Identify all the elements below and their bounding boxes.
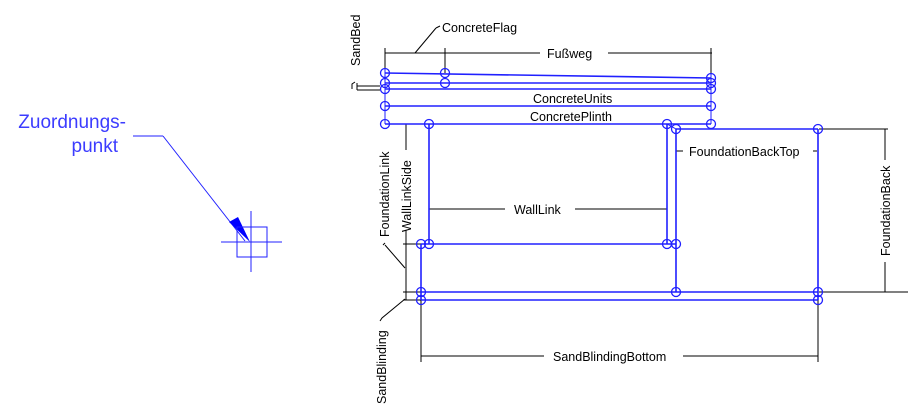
annotation-line2: punkt — [72, 136, 119, 157]
node-marker-icon — [661, 118, 673, 130]
label-wall-link: WallLink — [514, 203, 562, 217]
node-marker-icon — [379, 67, 391, 79]
node-marker-icon — [439, 67, 451, 79]
sand-blinding-leader — [379, 298, 406, 322]
label-sand-bed: SandBed — [349, 15, 363, 66]
concrete-flag-leader — [414, 27, 437, 54]
node-marker-icon — [812, 294, 824, 306]
node-marker-icon — [670, 123, 682, 135]
label-sand-blinding: SandBlinding — [375, 330, 389, 404]
node-marker-icon — [423, 238, 435, 250]
labels: SandBed ConcreteFlag Fußweg ConcreteUnit… — [349, 15, 893, 404]
node-marker-icon — [705, 83, 717, 95]
label-concrete-flag: ConcreteFlag — [442, 21, 517, 35]
node-marker-icon — [379, 118, 391, 130]
label-wall-link-side: WallLinkSide — [400, 160, 414, 232]
concrete-flag-top — [384, 72, 712, 79]
cross-section-geometry — [384, 68, 819, 301]
node-marker-icon — [379, 100, 391, 112]
label-concrete-units: ConcreteUnits — [533, 92, 612, 106]
node-marker-icon — [379, 83, 391, 95]
node-marker-icon — [423, 118, 435, 130]
geometry-nodes — [379, 67, 824, 306]
node-marker-icon — [812, 123, 824, 135]
label-foundation-back: FoundationBack — [879, 165, 893, 256]
node-marker-icon — [705, 77, 717, 89]
node-marker-icon — [439, 77, 451, 89]
node-marker-icon — [705, 72, 717, 84]
sand-bed-bracket — [351, 81, 380, 91]
assignment-point-annotation: Zuordnungs- punkt — [18, 112, 282, 272]
label-fussweg: Fußweg — [547, 47, 592, 61]
foundation-link-leader — [382, 242, 406, 269]
node-marker-icon — [415, 238, 427, 250]
node-marker-icon — [415, 286, 427, 298]
node-marker-icon — [670, 238, 682, 250]
node-marker-icon — [812, 286, 824, 298]
node-marker-icon — [415, 294, 427, 306]
label-foundation-back-top: FoundationBackTop — [689, 145, 800, 159]
annotation-line1: Zuordnungs- — [18, 112, 126, 133]
node-marker-icon — [705, 118, 717, 130]
node-marker-icon — [379, 77, 391, 89]
label-sand-blinding-bottom: SandBlindingBottom — [553, 350, 666, 364]
node-marker-icon — [705, 100, 717, 112]
label-foundation-link: FoundationLink — [378, 151, 392, 237]
label-concrete-plinth: ConcretePlinth — [530, 110, 612, 124]
arrowhead-icon — [229, 217, 250, 242]
node-marker-icon — [670, 286, 682, 298]
